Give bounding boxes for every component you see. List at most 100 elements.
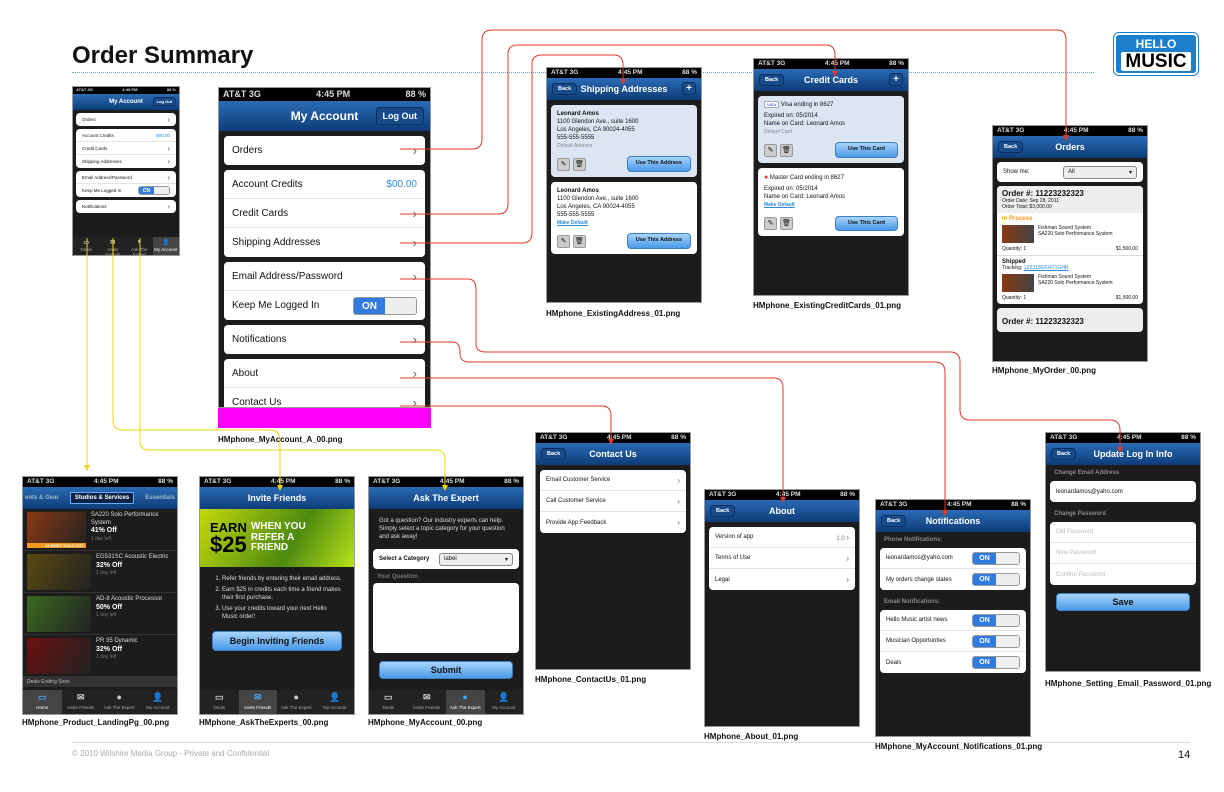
notification-toggle[interactable]: ON	[972, 551, 1020, 565]
tab-invite[interactable]: ✉Invite Friends	[62, 690, 101, 714]
call-service-row[interactable]: Call Customer Service›	[540, 491, 686, 512]
save-button[interactable]: Save	[1056, 593, 1190, 611]
orders-row[interactable]: Orders›	[224, 136, 425, 165]
make-default-link[interactable]: Make Default	[557, 220, 588, 227]
notification-toggle[interactable]: ON	[972, 634, 1020, 648]
confirm-password-input[interactable]: Confirm Password	[1050, 564, 1196, 585]
tab-account[interactable]: 👤My Account	[139, 690, 178, 714]
edit-icon[interactable]: ✎	[557, 234, 570, 248]
tab-ask[interactable]: ●Ask The Expert	[126, 237, 153, 255]
use-card-button[interactable]: Use This Card	[835, 215, 898, 231]
file-label: HMphone_ContactUs_01.png	[535, 675, 647, 684]
edit-icon[interactable]: ✎	[764, 216, 777, 230]
tab-deals[interactable]: ▭Deals	[73, 237, 100, 255]
tracking-link[interactable]: 1Z2318920471GHR	[1023, 265, 1069, 271]
tab-invite[interactable]: ✉Invite Friends	[100, 237, 127, 255]
use-address-button[interactable]: Use This Address	[626, 156, 691, 172]
question-textarea[interactable]	[373, 583, 519, 654]
email-row[interactable]: Email Address/Password›	[224, 262, 425, 291]
deal-item[interactable]: ALMOST SOLD OUT SA220 Solo Performance S…	[23, 509, 177, 551]
file-label: HMphone_MyAccount_Notifications_01.png	[875, 742, 1043, 751]
tab-ask[interactable]: ●Ask The Expert	[277, 690, 316, 714]
edit-icon[interactable]: ✎	[557, 157, 570, 171]
tab-deals[interactable]: ▭Deals	[369, 690, 408, 714]
time: 4:45 PM	[122, 87, 138, 92]
about-row[interactable]: About›	[224, 359, 425, 388]
feedback-row[interactable]: Provide App Feedback›	[540, 512, 686, 533]
use-address-button[interactable]: Use This Address	[626, 233, 691, 249]
notification-toggle[interactable]: ON	[972, 613, 1020, 627]
trash-icon[interactable]: 🗑	[573, 234, 586, 248]
chevron-icon: ›	[412, 143, 417, 158]
back-button[interactable]: Back	[552, 83, 578, 95]
orders-row[interactable]: Orders›	[76, 113, 176, 126]
tab-ask[interactable]: ●Ask The Expert	[100, 690, 139, 714]
edit-icon[interactable]: ✎	[764, 143, 777, 157]
trash-icon[interactable]: 🗑	[780, 143, 793, 157]
trash-icon[interactable]: 🗑	[573, 157, 586, 171]
back-button[interactable]: Back	[998, 141, 1024, 153]
shipping-row[interactable]: Shipping Addresses›	[76, 155, 176, 168]
address-name: Leonard Amos	[557, 111, 599, 117]
back-button[interactable]: Back	[881, 515, 907, 527]
add-button[interactable]: +	[682, 82, 696, 95]
back-button[interactable]: Back	[710, 505, 736, 517]
terms-row[interactable]: Terms of Use›	[709, 548, 855, 569]
tab-invite[interactable]: ✉Invite Friends	[238, 690, 277, 714]
notification-toggle[interactable]: ON	[972, 656, 1020, 669]
chevron-icon: ›	[412, 268, 417, 284]
legal-row[interactable]: Legal›	[709, 569, 855, 590]
new-password-input[interactable]: New Password	[1050, 543, 1196, 564]
begin-inviting-button[interactable]: Begin Inviting Friends	[212, 631, 342, 652]
back-button[interactable]: Back	[759, 74, 785, 86]
credit-cards-row[interactable]: Credit Cards›	[76, 142, 176, 155]
category-tab[interactable]: ents & Gear	[25, 495, 59, 501]
tab-account[interactable]: 👤My Account	[485, 690, 524, 714]
keep-logged-toggle[interactable]: ON	[353, 296, 417, 315]
old-password-input[interactable]: Old Password	[1050, 522, 1196, 543]
filter-label: Show me:	[1003, 169, 1030, 175]
filter-select[interactable]: All▾	[1063, 165, 1137, 179]
notifications-row[interactable]: Notifications›	[76, 200, 176, 213]
contact-row[interactable]: Contact Us›	[224, 388, 425, 407]
notifications-row[interactable]: Notifications›	[224, 325, 425, 354]
email-input[interactable]: leonardamos@yaho.com	[1050, 481, 1196, 502]
time: 4:45 PM	[617, 69, 643, 76]
tab-invite[interactable]: ✉Invite Friends	[408, 690, 447, 714]
tab-account[interactable]: 👤My Account	[316, 690, 355, 714]
credit-cards-row[interactable]: Credit Cards›	[224, 199, 425, 228]
submit-button[interactable]: Submit	[379, 661, 513, 680]
tab-home[interactable]: ▭Home	[23, 690, 62, 714]
tab-deals[interactable]: ▭Deals	[200, 690, 239, 714]
logout-button[interactable]: Log Out	[152, 97, 176, 106]
back-button[interactable]: Back	[541, 448, 567, 460]
email-service-row[interactable]: Email Customer Service›	[540, 470, 686, 491]
credits-row[interactable]: Account Credits$00.00	[224, 170, 425, 199]
make-default-link[interactable]: Make Default	[764, 202, 795, 209]
category-tab[interactable]: Essentials	[145, 495, 175, 501]
tab-account[interactable]: 👤My Account	[152, 237, 179, 255]
tab-ask[interactable]: ●Ask The Expert	[446, 690, 485, 714]
category-select[interactable]: label▾	[439, 552, 513, 566]
order-card[interactable]: Order #: 11223232323	[997, 308, 1143, 332]
notification-toggle[interactable]: ON	[972, 573, 1020, 586]
dropdown-icon: ▾	[1128, 169, 1132, 176]
email-row[interactable]: Email Address/Password›	[76, 171, 176, 184]
credits-row[interactable]: Account Credits$00.00	[76, 129, 176, 142]
use-card-button[interactable]: Use This Card	[835, 142, 898, 158]
category-tab-active[interactable]: Studios & Services	[69, 492, 135, 504]
shipping-row[interactable]: Shipping Addresses›	[224, 228, 425, 257]
logout-button[interactable]: Log Out	[375, 107, 424, 125]
battery: 88 %	[335, 478, 350, 485]
add-button[interactable]: +	[889, 73, 903, 86]
keep-logged-toggle[interactable]: ON	[138, 186, 170, 195]
trash-icon[interactable]: 🗑	[780, 216, 793, 230]
back-button[interactable]: Back	[1051, 448, 1077, 460]
